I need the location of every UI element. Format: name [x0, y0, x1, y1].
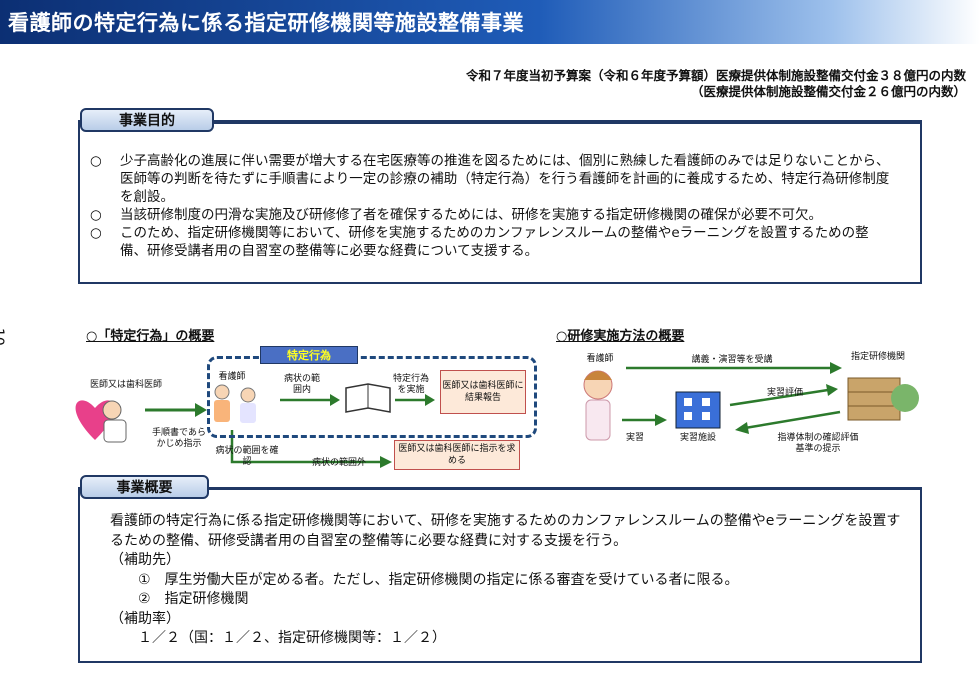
- trainee-label: 看護師: [586, 354, 614, 364]
- tokutei-dashed-frame: [207, 356, 537, 438]
- facility-label: 実習施設: [679, 433, 716, 443]
- facility-building-icon: [675, 391, 721, 429]
- lecture-label: 講義・演習等を受講: [691, 355, 773, 365]
- out-range-label: 病状の範囲外: [311, 458, 366, 468]
- purpose-tab: 事業目的: [80, 108, 214, 132]
- doctor-label: 医師又は歯科医師: [89, 380, 162, 390]
- summary-tab-line: [207, 488, 922, 490]
- summary-tab: 事業概要: [80, 475, 209, 499]
- tokutei-title: ○「特定行為」の概要: [86, 329, 215, 344]
- purpose-box: [78, 120, 922, 284]
- eval-label: 実習評価: [766, 388, 803, 398]
- bullet-icon: ○: [90, 207, 102, 223]
- nurse-label: 看護師: [218, 372, 246, 382]
- confirm-label: 病状の範囲を確認: [215, 446, 279, 467]
- summary-body: 看護師の特定行為に係る指定研修機関等において、研修を実施するためのカンファレンス…: [110, 513, 901, 549]
- budget-line-2: （医療提供体制施設整備交付金２６億円の内数）: [690, 84, 966, 99]
- training-title: ○研修実施方法の概要: [556, 329, 685, 344]
- doctor-body-icon: [103, 419, 127, 443]
- summary-text-block: 看護師の特定行為に係る指定研修機関等において、研修を実施するためのカンファレンス…: [88, 512, 908, 649]
- budget-line-1: 令和７年度当初予算案（令和６年度予算額）医療提供体制施設整備交付金３８億円の内数: [465, 68, 966, 83]
- bullet-icon: ○: [90, 153, 102, 169]
- institution-label: 指定研修機関: [850, 352, 905, 362]
- purpose-text: このため、指定研修機関等において、研修を実施するためのカンファレンスルームの整備…: [120, 225, 869, 259]
- patient-icon: [240, 387, 256, 403]
- subsidy-item-1: ① 厚生労働大臣が定める者。ただし、指定研修機関の指定に係る審査を受けている者に…: [138, 571, 739, 588]
- nurse-body-icon: [214, 400, 230, 422]
- purpose-item: ○ このため、指定研修機関等において、研修を実施するためのカンファレンスルームの…: [90, 224, 890, 260]
- budget-note: 令和７年度当初予算案（令和６年度予算額）医療提供体制施設整備交付金３８億円の内数…: [466, 68, 966, 100]
- header-bar: 看護師の特定行為に係る指定研修機関等施設整備事業: [0, 0, 980, 44]
- page-title: 看護師の特定行為に係る指定研修機関等施設整備事業: [8, 11, 524, 35]
- purpose-item: ○ 当該研修制度の円滑な実施及び研修修了者を確保するためには、研修を実施する指定…: [90, 206, 890, 224]
- in-range-label: 病状の範囲内: [284, 374, 321, 395]
- nurse-icon: [214, 384, 230, 400]
- rate-value: １／２（国：１／２、指定研修機関等：１／２）: [138, 630, 446, 646]
- purpose-tab-line: [212, 122, 922, 124]
- ask-box: 医師又は歯科医師に指示を求める: [394, 440, 520, 470]
- bullet-icon: ○: [90, 225, 102, 241]
- practice-label: 実習: [625, 433, 644, 443]
- purpose-text: 少子高齢化の進展に伴い需要が増大する在宅医療等の推進を図るためには、個別に熟練し…: [120, 153, 890, 205]
- tokutei-label: 特定行為: [260, 346, 358, 364]
- purpose-text: 当該研修制度の円滑な実施及び研修修了者を確保するためには、研修を実施する指定研修…: [120, 207, 822, 223]
- guidance-label: 指導体制の確認評価基準の提示: [777, 433, 859, 454]
- purpose-list: ○ 少子高齢化の進展に伴い需要が増大する在宅医療等の推進を図るためには、個別に熟…: [90, 152, 890, 260]
- rate-head: （補助率）: [110, 610, 180, 627]
- subsidy-head: （補助先）: [110, 552, 180, 568]
- purpose-item: ○ 少子高齢化の進展に伴い需要が増大する在宅医療等の推進を図るためには、個別に熟…: [90, 152, 890, 206]
- report-box: 医師又は歯科医師に結果報告: [440, 370, 526, 414]
- do-action-label: 特定行為を実施: [392, 374, 429, 395]
- subsidy-item-2: ② 指定研修機関: [138, 591, 249, 607]
- procedure-label: 手順書であらかじめ指示: [152, 428, 206, 449]
- doctor-face-icon: [102, 400, 122, 420]
